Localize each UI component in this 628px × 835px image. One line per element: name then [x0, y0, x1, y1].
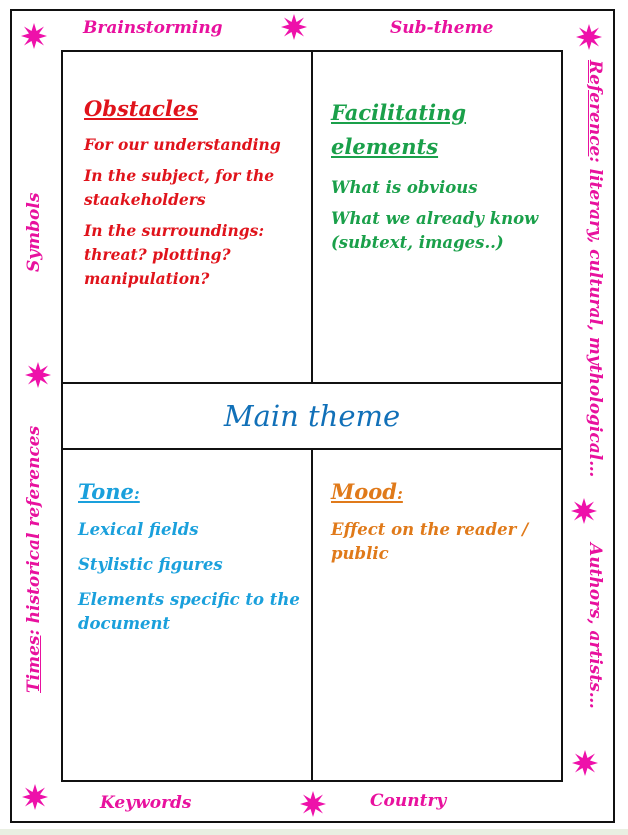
label-symbols: Symbols: [24, 192, 44, 272]
tone-item: Stylistic figures: [78, 555, 223, 574]
burst-star-icon: [281, 14, 307, 40]
obstacles-title: Obstacles: [84, 96, 199, 121]
outer-frame: [10, 9, 615, 823]
burst-star-icon: [22, 784, 48, 810]
bottom-strip: [0, 829, 628, 835]
label-authors-artists: Authors, artists…: [585, 543, 605, 709]
burst-star-icon: [572, 750, 598, 776]
main-theme: Main theme: [223, 399, 401, 433]
quadrant-mood: Mood: Effect on the reader / public: [331, 479, 546, 573]
label-times-rest: : historical references: [24, 425, 44, 636]
label-sub-theme: Sub-theme: [390, 18, 494, 38]
facilitating-title: Facilitating elements: [331, 100, 467, 159]
label-reference: Reference: literary, cultural, mythologi…: [585, 60, 605, 477]
obstacles-item: For our understanding: [84, 135, 281, 154]
grid-divider-lower: [311, 449, 313, 782]
tone-item: Lexical fields: [78, 520, 199, 539]
grid-divider-h1: [61, 382, 563, 384]
mood-title-suffix: :: [396, 484, 403, 503]
label-times-prefix: Times: [24, 635, 44, 693]
burst-star-icon: [571, 498, 597, 524]
mood-title: Mood: [331, 479, 397, 504]
tone-item: Elements specific to the document: [78, 590, 300, 633]
quadrant-tone: Tone: Lexical fields Stylistic figures E…: [78, 479, 303, 643]
label-keywords: Keywords: [100, 793, 192, 813]
label-reference-rest: : literary, cultural, mythological…: [585, 156, 605, 478]
burst-star-icon: [21, 23, 47, 49]
facilitating-item: What we already know (subtext, images..): [331, 209, 539, 252]
obstacles-item: In the subject, for the staakeholders: [84, 166, 275, 209]
label-reference-prefix: Reference: [585, 60, 605, 157]
label-brainstorming: Brainstorming: [83, 18, 223, 38]
grid-divider-upper: [311, 50, 313, 383]
mood-item: Effect on the reader / public: [331, 520, 529, 563]
facilitating-item: What is obvious: [331, 178, 478, 197]
quadrant-obstacles: Obstacles For our understanding In the s…: [84, 96, 304, 298]
obstacles-item: In the surroundings: threat? plotting? m…: [84, 221, 265, 288]
burst-star-icon: [25, 362, 51, 388]
burst-star-icon: [300, 791, 326, 817]
burst-star-icon: [576, 24, 602, 50]
quadrant-facilitating: Facilitating elements What is obvious Wh…: [331, 96, 546, 262]
tone-title-suffix: :: [133, 484, 140, 503]
label-country: Country: [370, 791, 447, 811]
tone-title: Tone: [78, 479, 134, 504]
grid-divider-h2: [61, 448, 563, 450]
label-times: Times: historical references: [24, 426, 44, 693]
